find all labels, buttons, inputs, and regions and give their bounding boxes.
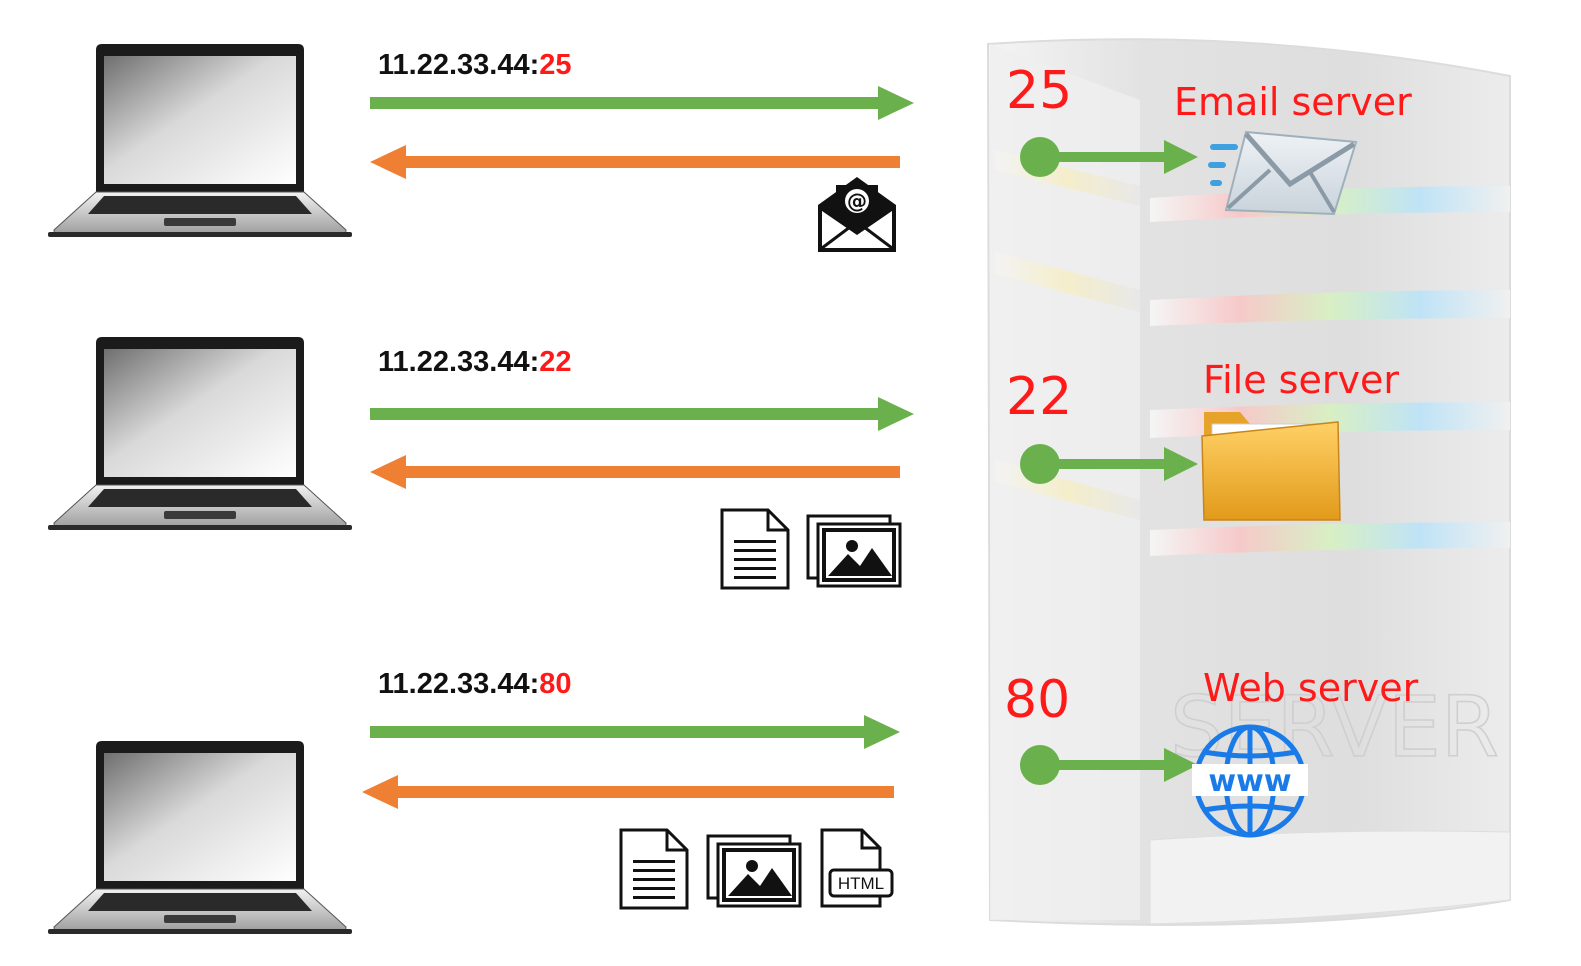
image-icon (806, 514, 902, 588)
image-icon (706, 834, 802, 908)
port-text: 25 (539, 49, 571, 81)
address-row-1: 11.22.33.44:25 (378, 49, 572, 81)
server-port-80: 80 (1004, 670, 1070, 730)
port-connector-22 (1020, 444, 1198, 484)
document-icon (720, 508, 790, 590)
html-file-label: HTML (838, 874, 884, 893)
response-arrow-row-3 (362, 775, 894, 809)
client-laptop-1 (47, 43, 353, 238)
request-arrow-row-1 (370, 86, 914, 120)
port-connector-25 (1020, 137, 1198, 177)
email-at-icon: @ (818, 177, 896, 252)
svg-text:www: www (1208, 764, 1291, 799)
envelope-icon (1208, 130, 1358, 216)
server-port-22: 22 (1006, 367, 1072, 427)
response-arrow-row-2 (370, 455, 900, 489)
request-arrow-row-2 (370, 397, 914, 431)
port-connector-80 (1020, 745, 1198, 785)
web-server-label: Web server (1203, 666, 1419, 710)
response-arrow-row-1 (370, 145, 900, 179)
port-text: 80 (539, 668, 571, 700)
www-globe-icon: www (1192, 724, 1308, 838)
ip-text: 11.22.33.44: (378, 346, 539, 378)
email-server-label: Email server (1174, 80, 1412, 124)
document-icon (619, 828, 689, 910)
svg-text:@: @ (847, 189, 867, 213)
file-server-label: File server (1203, 358, 1399, 402)
ip-text: 11.22.33.44: (378, 49, 539, 81)
port-text: 22 (539, 346, 571, 378)
client-laptop-3 (47, 740, 353, 935)
request-arrow-row-3 (370, 715, 900, 749)
html-file-icon: HTML (820, 828, 894, 908)
address-row-2: 11.22.33.44:22 (378, 346, 572, 378)
ip-text: 11.22.33.44: (378, 668, 539, 700)
address-row-3: 11.22.33.44:80 (378, 668, 572, 700)
client-laptop-2 (47, 336, 353, 531)
server-watermark: SERVER (1170, 678, 1499, 776)
folder-icon (1201, 412, 1341, 521)
server-port-25: 25 (1006, 61, 1072, 121)
